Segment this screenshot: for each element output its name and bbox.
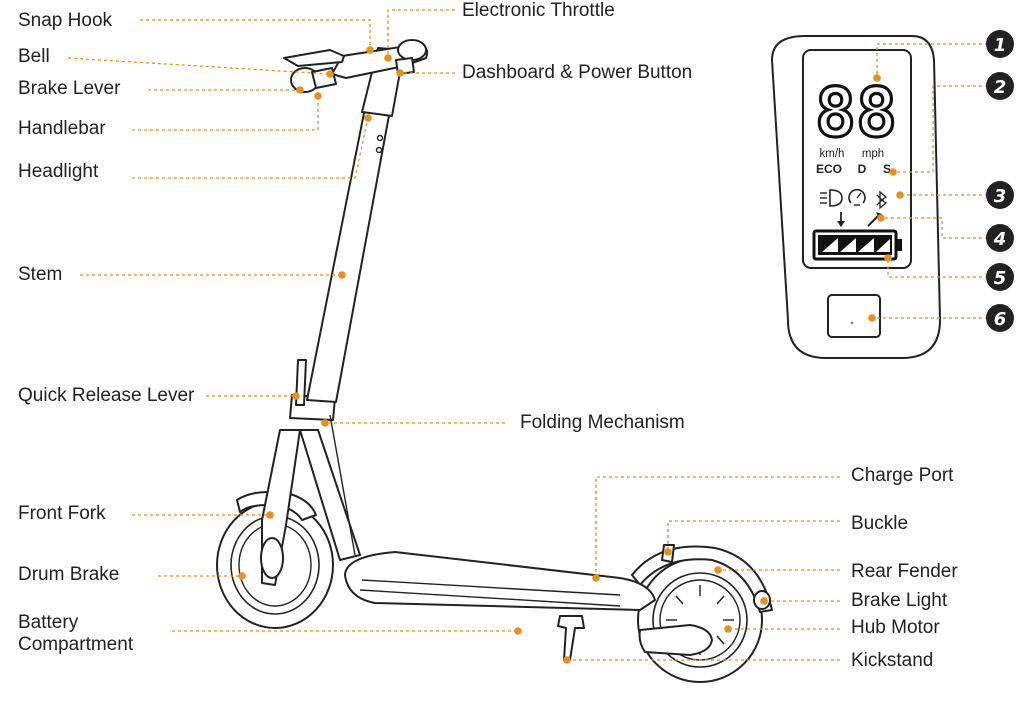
scooter-illustration <box>216 39 773 683</box>
label-buckle: Buckle <box>851 513 909 534</box>
callout-4-number: 4 <box>993 229 1007 250</box>
label-headlight: Headlight <box>18 161 99 182</box>
label-battery-compartment: Battery Compartment <box>18 612 134 655</box>
kickstand <box>557 615 585 661</box>
callout-2-number: 2 <box>994 77 1007 98</box>
leader-lines <box>67 9 840 664</box>
label-front-fork: Front Fork <box>18 503 106 524</box>
callout-markers: 1 2 3 4 5 6 <box>986 30 1014 332</box>
label-quick-release-lever: Quick Release Lever <box>18 385 195 406</box>
cruise-speedometer-icon <box>848 188 866 206</box>
callout-5-number: 5 <box>994 268 1007 289</box>
unit-kmh: km/h <box>820 148 845 160</box>
mode-d: D <box>858 162 867 176</box>
speed-digits: 88 <box>815 74 897 153</box>
label-handlebar: Handlebar <box>18 118 106 139</box>
callout-2: 2 <box>986 72 1014 100</box>
callout-3: 3 <box>986 181 1014 209</box>
callout-1: 1 <box>986 30 1014 58</box>
label-electronic-throttle: Electronic Throttle <box>462 0 615 21</box>
label-brake-lever: Brake Lever <box>18 78 121 99</box>
label-kickstand: Kickstand <box>851 650 934 671</box>
headlight-icon <box>820 189 843 207</box>
label-charge-port: Charge Port <box>851 465 954 486</box>
callout-6: 6 <box>986 304 1014 332</box>
label-hub-motor: Hub Motor <box>851 617 940 638</box>
callout-4: 4 <box>986 224 1014 252</box>
brake-lever <box>283 49 345 67</box>
mode-s: S <box>883 162 891 176</box>
label-drum-brake: Drum Brake <box>18 564 120 585</box>
down-arrow-icon <box>837 212 845 227</box>
label-bell: Bell <box>18 46 50 67</box>
callout-1-number: 1 <box>994 35 1007 56</box>
rear-fender <box>631 545 773 613</box>
dashboard-closeup: 88 km/h mph ECO D S <box>770 35 942 359</box>
callout-6-number: 6 <box>994 309 1007 330</box>
dashboard-leader-lines <box>868 43 988 322</box>
callout-3-number: 3 <box>994 186 1007 207</box>
battery-icon <box>812 229 902 261</box>
mode-eco: ECO <box>816 162 842 176</box>
label-snap-hook: Snap Hook <box>18 10 113 31</box>
dashboard-screen <box>802 49 912 269</box>
label-brake-light: Brake Light <box>851 590 948 611</box>
unit-mph: mph <box>862 148 884 160</box>
power-button <box>827 294 881 338</box>
deck <box>344 551 656 611</box>
callout-5: 5 <box>986 263 1014 291</box>
label-stem: Stem <box>18 264 63 285</box>
bluetooth-icon <box>876 190 888 210</box>
label-rear-fender: Rear Fender <box>851 561 958 582</box>
right-grip <box>397 39 427 61</box>
label-dashboard-power-button: Dashboard & Power Button <box>462 62 693 83</box>
label-folding-mechanism: Folding Mechanism <box>520 412 685 433</box>
rear-arm <box>638 624 713 656</box>
